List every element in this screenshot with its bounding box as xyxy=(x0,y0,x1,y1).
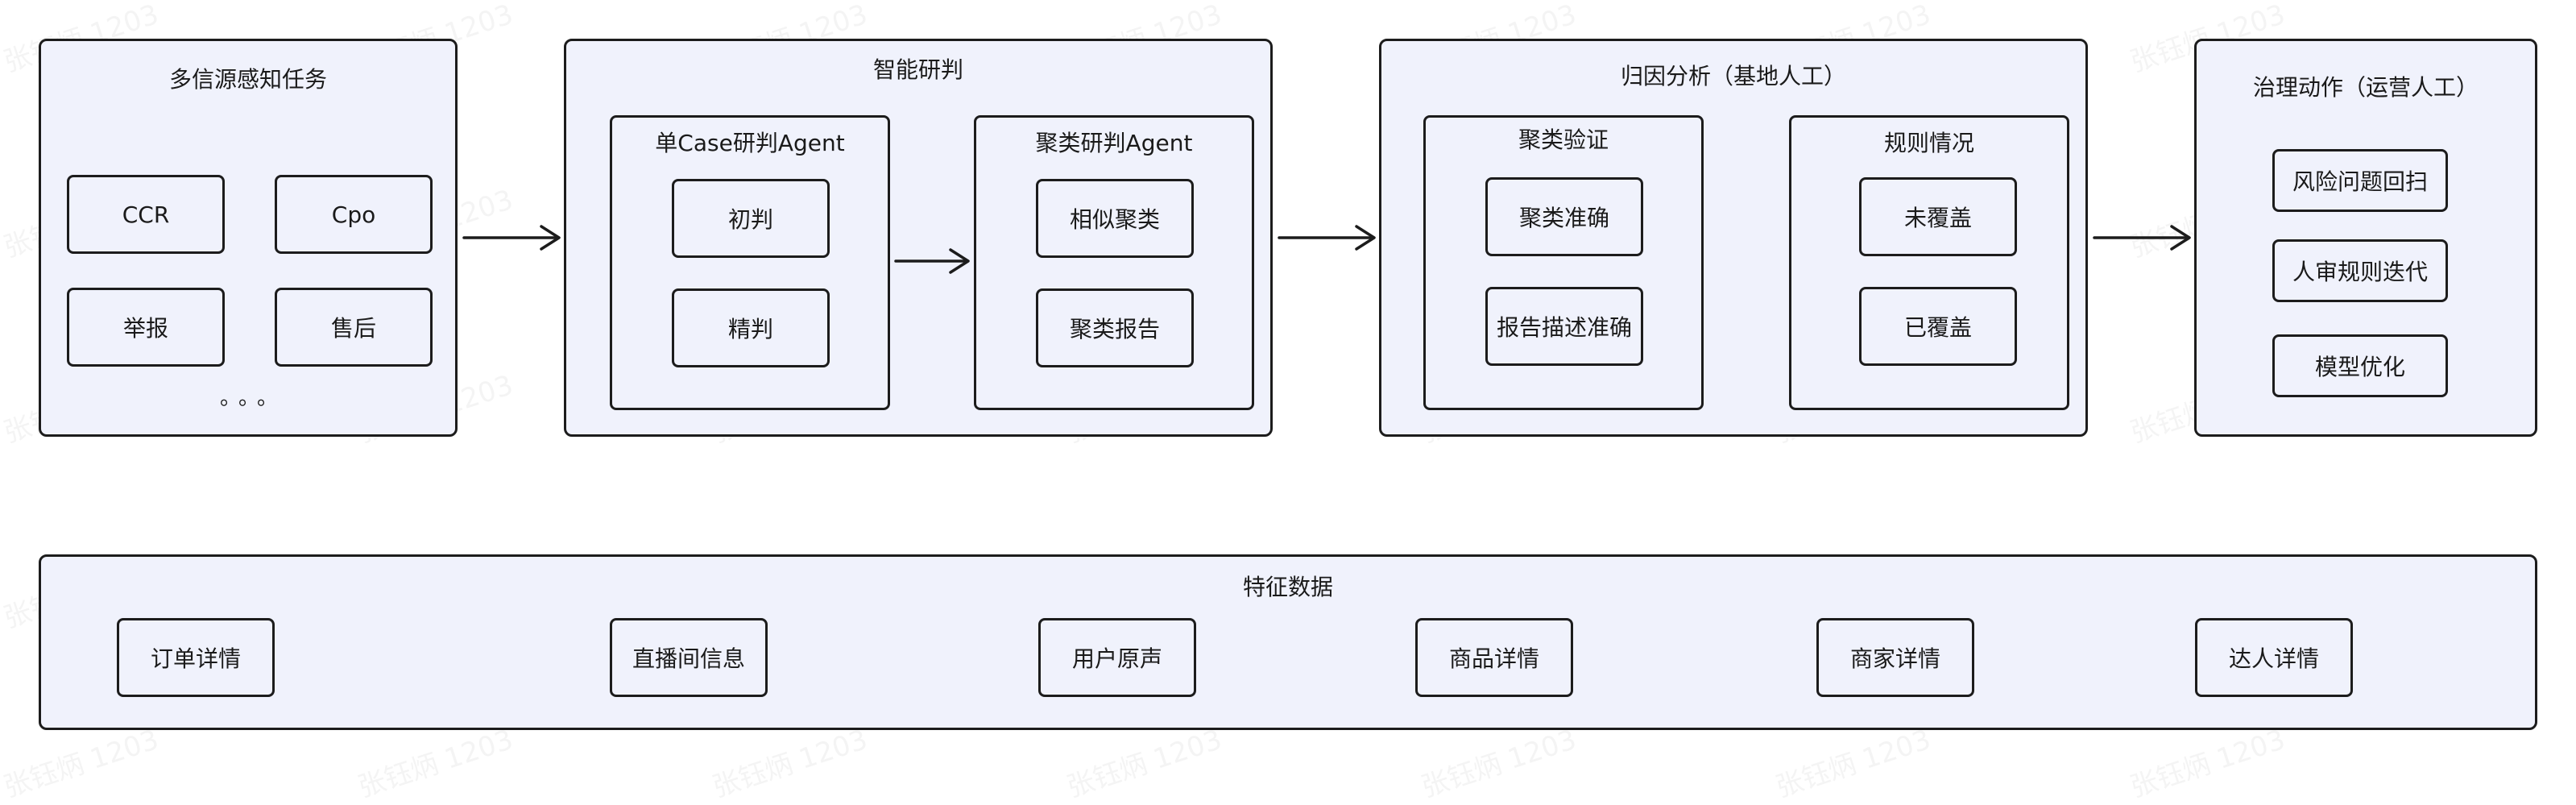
cluster-verify-group: 聚类验证 聚类准确 报告描述准确 xyxy=(1423,115,1704,410)
judgment-title: 智能研判 xyxy=(872,56,963,83)
product-detail-box: 商品详情 xyxy=(1415,618,1573,697)
arrow-judgment-to-attribution xyxy=(1278,225,1376,251)
cluster-agent-title: 聚类研判Agent xyxy=(1035,130,1193,156)
similar-cluster-box: 相似聚类 xyxy=(1036,179,1194,258)
governance-title: 治理动作（运营人工） xyxy=(2252,74,2479,101)
arrow-attribution-to-governance xyxy=(2093,225,2191,251)
watermark-text: 张钰炳 1203 xyxy=(1417,724,1580,804)
model-optimization-box: 模型优化 xyxy=(2272,334,2448,397)
watermark-text: 张钰炳 1203 xyxy=(2126,724,2289,804)
attribution-title: 归因分析（基地人工） xyxy=(1620,63,1846,89)
rule-status-group: 规则情况 未覆盖 已覆盖 xyxy=(1789,115,2069,410)
cluster-agent-group: 聚类研判Agent 相似聚类 聚类报告 xyxy=(974,115,1254,410)
rule-status-title: 规则情况 xyxy=(1883,130,1974,156)
attribution-panel: 归因分析（基地人工） 聚类验证 聚类准确 报告描述准确 规则情况 未覆盖 已覆盖 xyxy=(1379,39,2088,437)
feature-data-panel: 特征数据 订单详情 直播间信息 用户原声 商品详情 商家详情 达人详情 xyxy=(39,554,2537,730)
single-case-agent-group: 单Case研判Agent 初判 精判 xyxy=(610,115,890,410)
initial-judgment-box: 初判 xyxy=(672,179,830,258)
watermark-text: 张钰炳 1203 xyxy=(708,724,872,804)
sources-title: 多信源感知任务 xyxy=(168,66,327,93)
source-ccr-box: CCR xyxy=(67,175,225,254)
sources-more-ellipsis: 。。。 xyxy=(220,386,287,410)
sources-panel: 多信源感知任务 CCR Cpo 举报 售后 。。。 xyxy=(39,39,458,437)
fine-judgment-box: 精判 xyxy=(672,288,830,367)
report-description-accurate-box: 报告描述准确 xyxy=(1485,287,1643,366)
merchant-detail-box: 商家详情 xyxy=(1816,618,1974,697)
cluster-accurate-box: 聚类准确 xyxy=(1485,177,1643,256)
source-aftersale-box: 售后 xyxy=(275,288,433,367)
watermark-text: 张钰炳 1203 xyxy=(1062,724,1226,804)
user-voice-box: 用户原声 xyxy=(1038,618,1196,697)
cluster-verify-title: 聚类验证 xyxy=(1518,127,1609,153)
source-cpo-box: Cpo xyxy=(275,175,433,254)
source-report-box: 举报 xyxy=(67,288,225,367)
review-rule-iteration-box: 人审规则迭代 xyxy=(2272,239,2448,302)
single-case-agent-title: 单Case研判Agent xyxy=(655,130,845,156)
order-detail-box: 订单详情 xyxy=(117,618,275,697)
watermark-text: 张钰炳 1203 xyxy=(1771,724,1935,804)
live-room-info-box: 直播间信息 xyxy=(610,618,768,697)
arrow-sources-to-judgment xyxy=(462,225,561,251)
feature-data-title: 特征数据 xyxy=(1242,574,1333,600)
watermark-text: 张钰炳 1203 xyxy=(354,724,517,804)
not-covered-box: 未覆盖 xyxy=(1859,177,2017,256)
risk-rescan-box: 风险问题回扫 xyxy=(2272,149,2448,212)
watermark-text: 张钰炳 1203 xyxy=(0,724,163,804)
covered-box: 已覆盖 xyxy=(1859,287,2017,366)
governance-panel: 治理动作（运营人工） 风险问题回扫 人审规则迭代 模型优化 xyxy=(2194,39,2537,437)
cluster-report-box: 聚类报告 xyxy=(1036,288,1194,367)
judgment-panel: 智能研判 单Case研判Agent 初判 精判 聚类研判Agent 相似聚类 聚… xyxy=(564,39,1273,437)
influencer-detail-box: 达人详情 xyxy=(2195,618,2353,697)
